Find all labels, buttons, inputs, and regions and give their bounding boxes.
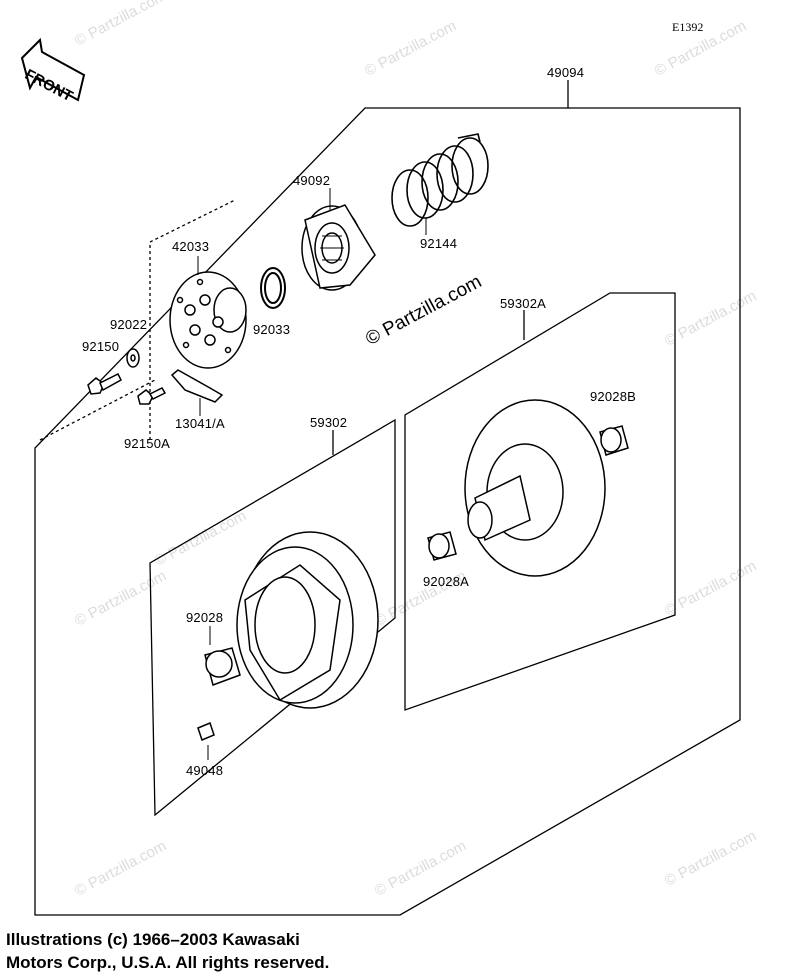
copyright-line-1: Illustrations (c) 1966–2003 Kawasaki	[6, 930, 300, 949]
ring-92033	[260, 267, 286, 309]
part-label-49092[interactable]: 49092	[293, 173, 331, 188]
part-label-92144[interactable]: 92144	[420, 236, 458, 251]
assembly-frame-49094	[34, 107, 741, 916]
part-label-92150A[interactable]: 92150A	[124, 436, 171, 451]
part-label-92028B[interactable]: 92028B	[590, 389, 637, 404]
washer-92022	[126, 348, 140, 368]
spring-92144	[391, 133, 489, 227]
part-label-92033[interactable]: 92033	[253, 322, 291, 337]
copyright-notice: Illustrations (c) 1966–2003 Kawasaki Mot…	[6, 928, 329, 974]
bolt-92150	[87, 372, 122, 395]
bushing-92028	[204, 647, 241, 686]
bushing-92028B	[599, 425, 629, 456]
part-label-92150[interactable]: 92150	[82, 339, 120, 354]
front-arrow-icon	[20, 37, 86, 102]
part-label-13041A[interactable]: 13041/A	[175, 416, 225, 431]
cam-49092	[301, 204, 376, 291]
guide-line	[149, 199, 236, 440]
sheave-59302	[236, 531, 379, 709]
part-label-59302[interactable]: 59302	[310, 415, 348, 430]
frame-59302A	[404, 292, 676, 711]
part-label-92022[interactable]: 92022	[110, 317, 148, 332]
bushing-92028A	[427, 531, 457, 561]
frame-59302	[149, 418, 396, 817]
part-label-42033[interactable]: 42033	[172, 239, 210, 254]
part-label-59302A[interactable]: 59302A	[500, 296, 547, 311]
sheave-59302A	[464, 399, 606, 577]
part-label-49048[interactable]: 49048	[186, 763, 224, 778]
weight-49048	[197, 721, 215, 742]
plate-42033	[169, 271, 247, 369]
diagram-code: E1392	[672, 20, 704, 34]
slipper-13041A	[170, 369, 224, 403]
part-label-49094[interactable]: 49094	[547, 65, 585, 80]
copyright-line-2: Motors Corp., U.S.A. All rights reserved…	[6, 953, 330, 972]
part-label-92028A[interactable]: 92028A	[423, 574, 470, 589]
bolt-92150A	[137, 387, 167, 405]
part-label-92028[interactable]: 92028	[186, 610, 224, 625]
guide-line	[39, 379, 156, 441]
